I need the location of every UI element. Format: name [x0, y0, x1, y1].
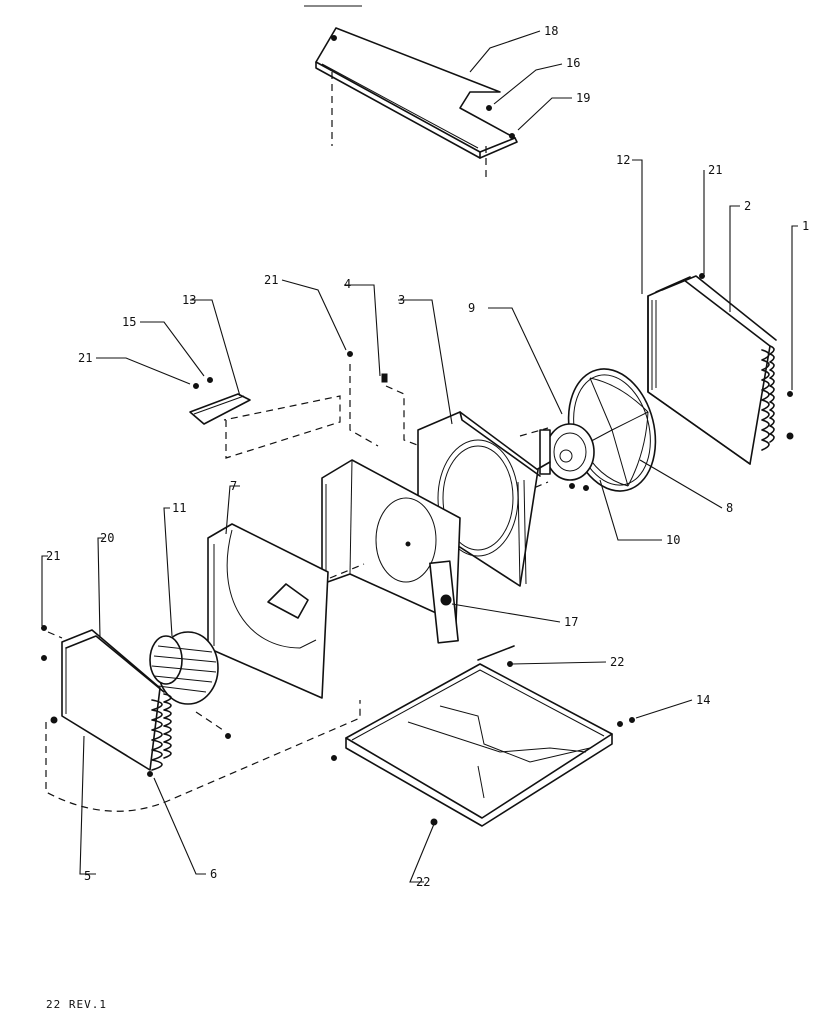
screw-21-shroud	[347, 351, 353, 357]
dash-clip	[385, 385, 421, 447]
screw-evap-mid	[41, 655, 47, 661]
screw-1	[787, 391, 793, 397]
callout-13: 13	[182, 293, 196, 307]
dash-shroud	[349, 364, 379, 447]
blower-housing	[207, 523, 329, 699]
callout-21-coil: 21	[708, 163, 722, 177]
dash-bracket	[223, 395, 341, 459]
callout-1: 1	[802, 219, 809, 233]
condenser-shroud	[417, 411, 541, 587]
callout-2: 2	[744, 199, 751, 213]
bracket-13	[189, 393, 251, 425]
callout-21-evap: 21	[46, 549, 60, 563]
callout-5: 5	[84, 869, 91, 883]
screw-21-coil	[699, 273, 705, 279]
evaporator-coil	[61, 629, 172, 771]
callout-8: 8	[726, 501, 733, 515]
callout-17: 17	[564, 615, 578, 629]
screw-19	[509, 133, 515, 139]
base-pan	[345, 645, 613, 827]
screw-14b	[629, 717, 635, 723]
screw-14a	[617, 721, 623, 727]
callout-10: 10	[666, 533, 680, 547]
fan-motor	[535, 423, 595, 491]
callout-22-bottom: 22	[416, 875, 430, 889]
dash-evap-base	[45, 700, 361, 812]
callout-7: 7	[230, 479, 237, 493]
screw-coil-lower	[786, 432, 794, 440]
leader-lines	[41, 30, 798, 883]
dash-partition	[329, 563, 365, 579]
screw-21-bracket	[193, 383, 199, 389]
callout-22-top: 22	[610, 655, 624, 669]
screw-base-left	[331, 755, 337, 761]
revision-note: 22 REV.1	[46, 998, 107, 1011]
callout-21-bracket: 21	[78, 351, 92, 365]
clip-4	[381, 373, 388, 383]
callout-9: 9	[468, 301, 475, 315]
condenser-coil	[647, 275, 777, 465]
callout-6: 6	[210, 867, 217, 881]
screw-6	[147, 771, 153, 777]
callout-4: 4	[344, 277, 351, 291]
screw-evap-lower	[50, 716, 58, 724]
screw-22-top	[507, 661, 513, 667]
blower-wheel	[149, 631, 219, 705]
callout-12: 12	[616, 153, 630, 167]
callout-3: 3	[398, 293, 405, 307]
callout-21-shroud: 21	[264, 273, 278, 287]
callout-16: 16	[566, 56, 580, 70]
callout-15: 15	[122, 315, 136, 329]
callout-11: 11	[172, 501, 186, 515]
screw-21-evap	[41, 625, 47, 631]
callout-19: 19	[576, 91, 590, 105]
screw-18	[331, 35, 337, 41]
callout-14: 14	[696, 693, 710, 707]
screw-blower	[225, 733, 231, 739]
top-cover-panel	[315, 27, 518, 159]
screw-16	[486, 105, 492, 111]
callout-20: 20	[100, 531, 114, 545]
callout-18: 18	[544, 24, 558, 38]
dash-blower-screw	[195, 711, 227, 733]
screw-15	[207, 377, 213, 383]
dash-evap-top	[47, 631, 63, 639]
dash-motor-upper	[519, 427, 549, 437]
